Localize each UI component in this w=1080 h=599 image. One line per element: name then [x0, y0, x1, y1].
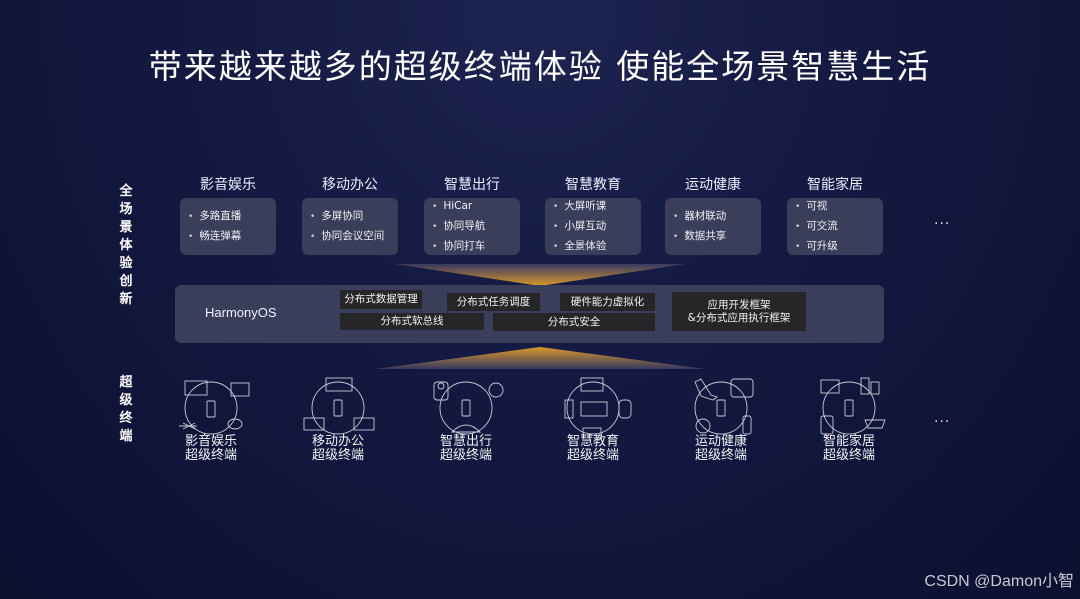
module-app-framework-line1: 应用开发框架 — [707, 298, 771, 311]
device-group-smart-home: 智能家居 超级终端 — [799, 376, 899, 464]
scenario-item: 可交流 — [795, 217, 875, 237]
scenario-card: 可视 可交流 可升级 — [787, 198, 883, 255]
device-label-line2: 超级终端 — [566, 448, 619, 463]
scenario-education: 智慧教育 大屏听课 小屏互动 全景体验 — [545, 176, 641, 255]
label-scenario-innovation: 全场景体验创新 — [119, 184, 133, 307]
scenario-heading: 影音娱乐 — [200, 177, 256, 193]
scenario-travel: 智慧出行 HiCar 协同导航 协同打车 — [424, 176, 520, 255]
watermark: CSDN @Damon小智 — [924, 573, 1074, 590]
device-label-line1: 智慧出行 — [439, 434, 492, 449]
scenario-card: 多路直播 畅连弹幕 — [180, 198, 276, 255]
scenario-office: 移动办公 多屏协同 协同会议空间 — [302, 176, 398, 255]
scenario-item: 多路直播 — [188, 207, 268, 227]
device-label-line2: 超级终端 — [439, 448, 492, 463]
travel-devices-icon — [433, 381, 504, 435]
more-scenarios-ellipsis: ... — [934, 212, 951, 228]
scenario-heading: 智慧出行 — [444, 177, 500, 193]
fitness-devices-icon — [694, 378, 754, 435]
device-label-line1: 影音娱乐 — [184, 434, 237, 449]
module-app-framework: 应用开发框架 &分布式应用执行框架 — [672, 292, 806, 331]
device-group-office: 移动办公 超级终端 — [288, 376, 388, 464]
smart-home-devices-icon — [820, 377, 886, 435]
slide-title: 带来越来越多的超级终端体验 使能全场景智慧生活 — [148, 47, 932, 86]
scenario-item: 数据共享 — [673, 227, 753, 247]
scenario-item: 协同打车 — [432, 237, 512, 257]
scenario-item: 协同导航 — [432, 217, 512, 237]
os-name: HarmonyOS — [205, 305, 277, 320]
module-hardware-virtualization: 硬件能力虚拟化 — [560, 293, 655, 311]
scenario-item: 可升级 — [795, 237, 875, 257]
scenario-fitness: 运动健康 器材联动 数据共享 — [665, 176, 761, 255]
device-label-line1: 移动办公 — [311, 434, 364, 449]
device-label-line2: 超级终端 — [311, 448, 364, 463]
module-security: 分布式安全 — [493, 313, 655, 331]
scenario-item: HiCar — [432, 197, 512, 217]
scenario-heading: 智慧教育 — [565, 177, 621, 193]
module-app-framework-line2: &分布式应用执行框架 — [687, 311, 791, 324]
scenario-item: 小屏互动 — [553, 217, 633, 237]
entertainment-devices-icon — [179, 380, 250, 435]
glow-connector-top — [395, 264, 685, 286]
scenario-item: 协同会议空间 — [310, 227, 390, 247]
module-data-management: 分布式数据管理 — [340, 290, 422, 309]
scenario-heading: 移动办公 — [322, 177, 378, 193]
device-label-line1: 智能家居 — [822, 434, 875, 449]
scenario-card: 大屏听课 小屏互动 全景体验 — [545, 198, 641, 255]
device-label-line2: 超级终端 — [694, 448, 747, 463]
device-group-education: 智慧教育 超级终端 — [543, 376, 643, 464]
scenario-entertainment: 影音娱乐 多路直播 畅连弹幕 — [180, 176, 276, 255]
harmonyos-layer: HarmonyOS 分布式数据管理 分布式任务调度 硬件能力虚拟化 分布式软总线… — [175, 285, 884, 343]
label-super-device: 超级终端 — [119, 375, 133, 444]
device-label-line2: 超级终端 — [184, 448, 237, 463]
module-task-scheduling: 分布式任务调度 — [447, 293, 540, 311]
device-label-line2: 超级终端 — [822, 448, 875, 463]
scenario-item: 器材联动 — [673, 207, 753, 227]
scenario-heading: 智能家居 — [807, 177, 863, 193]
scenario-heading: 运动健康 — [685, 177, 741, 193]
device-group-entertainment: 影音娱乐 超级终端 — [161, 376, 261, 464]
device-group-travel: 智慧出行 超级终端 — [416, 376, 516, 464]
scenario-smart-home: 智能家居 可视 可交流 可升级 — [787, 176, 883, 255]
scenario-item: 大屏听课 — [553, 197, 633, 217]
office-devices-icon — [303, 377, 375, 435]
device-label-line1: 智慧教育 — [566, 434, 619, 449]
glow-connector-bottom — [375, 347, 705, 369]
device-label-line1: 运动健康 — [694, 434, 747, 449]
education-devices-icon — [564, 377, 632, 436]
scenario-card: 器材联动 数据共享 — [665, 198, 761, 255]
module-soft-bus: 分布式软总线 — [340, 313, 484, 330]
scenario-item: 多屏协同 — [310, 207, 390, 227]
scenario-item: 全景体验 — [553, 237, 633, 257]
more-devices-ellipsis: ... — [934, 410, 951, 426]
scenario-item: 可视 — [795, 197, 875, 217]
scenario-item: 畅连弹幕 — [188, 227, 268, 247]
scenario-card: HiCar 协同导航 协同打车 — [424, 198, 520, 255]
device-group-fitness: 运动健康 超级终端 — [671, 376, 771, 464]
scenario-card: 多屏协同 协同会议空间 — [302, 198, 398, 255]
